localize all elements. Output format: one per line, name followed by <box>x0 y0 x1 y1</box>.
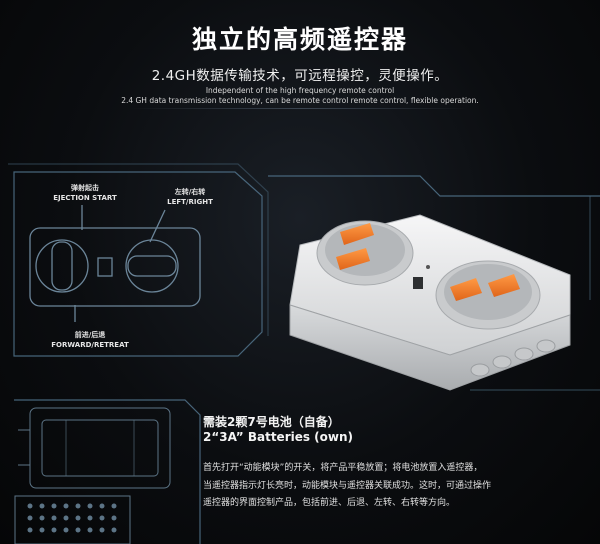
battery-label-cn: 需装2颗7号电池（自备） <box>203 415 340 429</box>
page-title: 独立的高频遥控器 <box>191 25 408 54</box>
left-right-label: 左转/右转 LEFT/RIGHT <box>150 187 230 207</box>
battery-label-en: 2“3A” Batteries (own) <box>203 430 354 444</box>
header-divider <box>130 108 470 109</box>
subtitle: 2.4GH数据传输技术，可远程操控，灵便操作。 <box>151 68 449 84</box>
ejection-label-cn: 弹射起击 <box>71 184 99 192</box>
instructions-line: 首先打开“动能模块”的开关，将产品平稳放置；将电池放置入遥控器， <box>203 463 483 473</box>
forward-retreat-label-cn: 前进/后退 <box>74 331 106 339</box>
forward-retreat-label-en: FORWARD/RETREAT <box>51 341 129 349</box>
instructions-line: 当遥控器指示灯长亮时，动能模块与遥控器关联成功。这时，可通过操作 <box>203 480 492 491</box>
remote-control-image <box>289 214 571 391</box>
english-caption-line2: 2.4 GH data transmission technology, can… <box>121 96 479 105</box>
ejection-label-en: EJECTION START <box>53 194 117 202</box>
english-caption-line1: Independent of the high frequency remote… <box>205 86 395 95</box>
instructions-text: 首先打开“动能模块”的开关，将产品平稳放置；将电池放置入遥控器， 当遥控器指示灯… <box>203 460 598 513</box>
instructions-line: 遥控器的界面控制产品，包括前进、后退、左转、右转等方向。 <box>203 498 456 508</box>
left-right-label-en: LEFT/RIGHT <box>167 198 213 206</box>
ejection-label: 弹射起击 EJECTION START <box>40 183 130 203</box>
forward-retreat-label: 前进/后退 FORWARD/RETREAT <box>40 330 140 350</box>
left-right-label-cn: 左转/右转 <box>174 188 206 196</box>
